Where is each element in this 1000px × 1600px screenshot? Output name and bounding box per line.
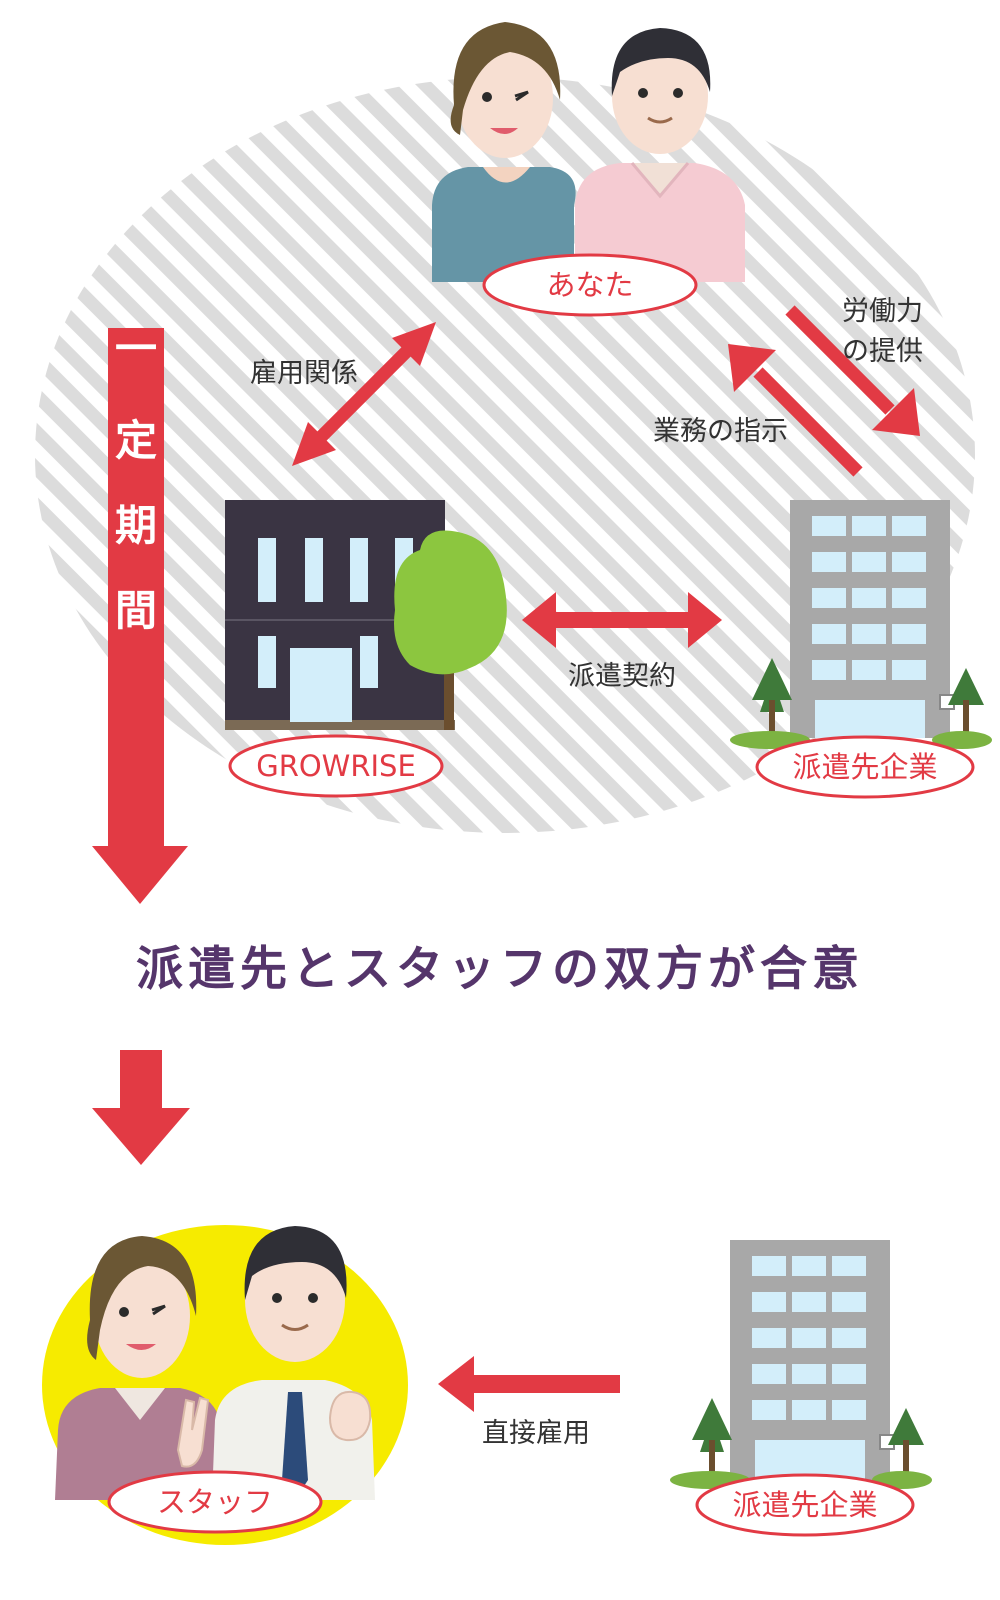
direct-hire-arrow (438, 1356, 620, 1412)
instructions-arrow (728, 344, 863, 477)
direct-hire-label: 直接雇用 (482, 1418, 590, 1449)
client-building-top (730, 500, 992, 749)
labor-provision-label-2: の提供 (842, 336, 923, 367)
staff-label-oval: スタッフ (107, 1470, 323, 1534)
lower-down-arrow (92, 1050, 190, 1165)
agency-label-oval: GROWRISE (228, 734, 444, 798)
you-label-oval: あなた (482, 253, 698, 317)
period-char-2: 定 (115, 416, 157, 465)
client-top-label-oval: 派遣先企業 (755, 735, 975, 799)
dispatch-contract-label: 派遣契約 (568, 661, 676, 692)
agency-label: GROWRISE (256, 749, 416, 783)
labor-provision-label-1: 労働力 (842, 296, 923, 327)
client-building-bottom (670, 1240, 932, 1489)
you-label: あなた (546, 268, 633, 302)
client-top-label: 派遣先企業 (792, 750, 937, 784)
client-bottom-label: 派遣先企業 (732, 1488, 877, 1522)
period-char-3: 期 (115, 501, 157, 550)
dispatch-contract-arrow (522, 592, 722, 648)
you-person-male (575, 28, 745, 282)
agency-building (225, 500, 507, 730)
employment-label: 雇用関係 (250, 358, 358, 389)
client-bottom-label-oval: 派遣先企業 (695, 1473, 915, 1537)
period-arrow (92, 328, 188, 904)
period-char-1: 一 (115, 324, 157, 373)
headline: 派遣先とスタッフの双方が合意 (136, 942, 864, 997)
labor-provision-arrow (785, 305, 920, 436)
employment-arrow (292, 322, 436, 466)
staff-label: スタッフ (157, 1485, 273, 1519)
you-person-female (432, 22, 576, 282)
instructions-label: 業務の指示 (653, 416, 788, 447)
period-char-4: 間 (115, 586, 157, 635)
staff-person-male (212, 1226, 375, 1500)
